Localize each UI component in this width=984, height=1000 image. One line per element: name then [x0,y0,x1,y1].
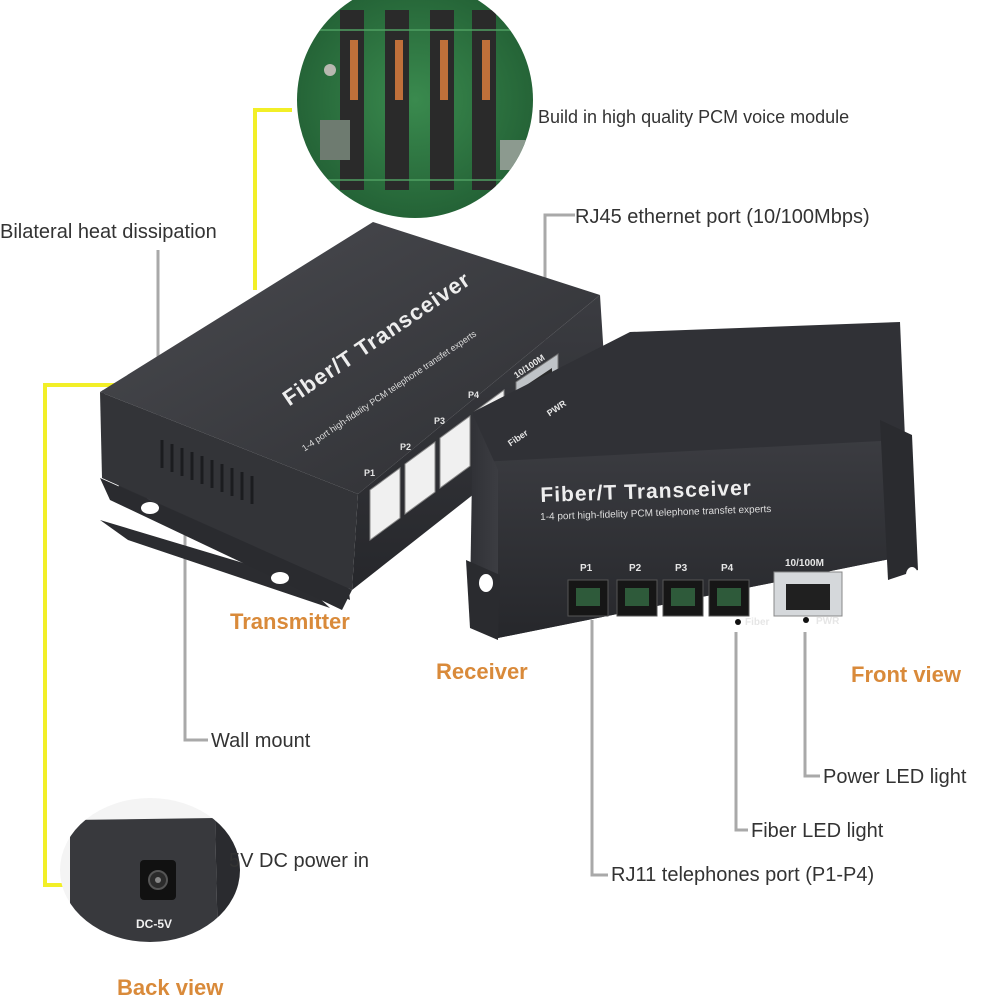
power-led-callout: Power LED light [823,766,967,788]
dc-power-callout: 5V DC power in [229,850,370,872]
receiver-fiber-label: Fiber [745,617,770,628]
transmitter-port-label-p4: P4 [468,390,480,400]
receiver-port-label-p4: P4 [721,563,734,574]
receiver-port-label-p2: P2 [629,563,642,574]
receiver-device [466,322,918,640]
pcm-module-photo [297,0,533,218]
pcm-module-callout: Build in high quality PCM voice module [538,107,850,127]
transmitter-heading: Transmitter [230,609,350,634]
heat-dissipation-callout: Bilateral heat dissipation [0,221,217,243]
rj45-callout: RJ45 ethernet port (10/100Mbps) [575,206,870,228]
receiver-port-label-p3: P3 [675,563,688,574]
transmitter-port-label-p1: P1 [364,468,376,478]
rj11-callout: RJ11 telephones port (P1-P4) [611,864,875,886]
back-view-heading: Back view [117,975,224,1000]
wall-mount-callout: Wall mount [211,730,311,752]
back-dc-label: DC-5V [136,917,173,931]
front-view-heading: Front view [851,662,962,687]
receiver-pwr-label: PWR [816,616,840,627]
receiver-heading: Receiver [436,659,528,684]
transmitter-port-label-p3: P3 [434,416,446,426]
receiver-port-label-p1: P1 [580,563,593,574]
fiber-led-callout: Fiber LED light [751,820,884,842]
receiver-lan-label: 10/100M [785,558,824,569]
yellow-leader-lines [43,108,292,887]
transmitter-port-label-p2: P2 [400,442,412,452]
